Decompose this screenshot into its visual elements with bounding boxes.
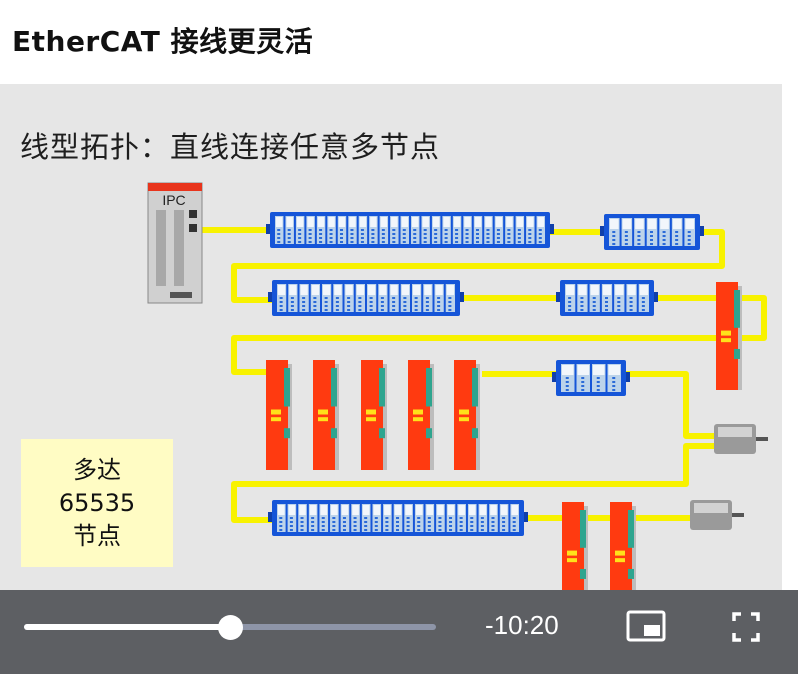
servo-motor — [690, 500, 744, 530]
io-module — [268, 500, 528, 536]
servo-drive — [454, 360, 480, 470]
slide-title: EtherCAT 接线更灵活 — [12, 25, 314, 58]
node-box-line-3: 节点 — [73, 521, 121, 550]
servo-drive — [562, 502, 588, 590]
servo-drives — [266, 282, 742, 590]
servo-drive — [610, 502, 636, 590]
servo-drive — [716, 282, 742, 390]
node-box-line-2: 65535 — [58, 488, 136, 517]
io-module — [552, 360, 630, 396]
fullscreen-button[interactable] — [722, 605, 770, 649]
slide-subtitle: 线型拓扑：直线连接任意多节点 — [20, 130, 441, 164]
video-control-bar — [0, 590, 798, 674]
cable-segment — [231, 229, 725, 303]
io-module — [600, 214, 704, 250]
node-count-box: 多达 65535 节点 — [21, 439, 173, 567]
cable-segment — [626, 371, 716, 439]
ethercat-cable — [202, 227, 767, 523]
io-module — [266, 212, 554, 248]
fullscreen-icon — [732, 612, 760, 642]
topology-diagram: IPC — [147, 182, 768, 590]
right-edge-strip — [782, 0, 798, 674]
io-module — [556, 280, 658, 316]
cable-segment — [231, 443, 716, 523]
ipc-controller: IPC — [147, 182, 203, 304]
picture-in-picture-icon — [626, 610, 666, 642]
progress-handle[interactable] — [218, 615, 243, 640]
io-module — [268, 280, 464, 316]
servo-drive — [266, 360, 292, 470]
node-box-line-1: 多达 — [73, 455, 121, 484]
picture-in-picture-button[interactable] — [622, 605, 670, 649]
servo-motors — [690, 424, 768, 530]
progress-fill — [24, 624, 230, 630]
title-bar: EtherCAT 接线更灵活 — [0, 0, 782, 84]
servo-drive — [313, 360, 339, 470]
servo-motor — [714, 424, 768, 454]
servo-drive — [408, 360, 434, 470]
servo-drive — [361, 360, 387, 470]
io-modules — [266, 212, 704, 536]
slide-area: 线型拓扑：直线连接任意多节点 IPC 多达 65535 节点 — [0, 84, 782, 590]
ipc-label: IPC — [162, 192, 185, 208]
time-remaining: -10:20 — [485, 610, 559, 640]
cable-segment — [231, 295, 767, 375]
